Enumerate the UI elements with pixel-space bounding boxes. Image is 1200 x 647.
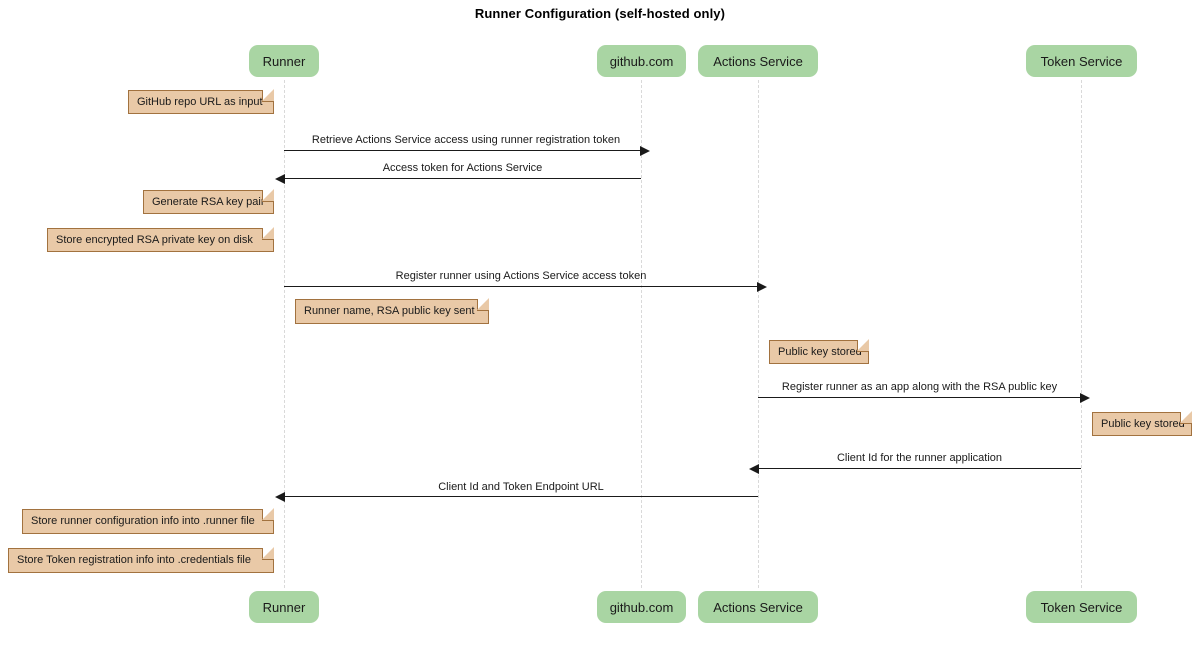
note-generate-rsa: Generate RSA key pair xyxy=(143,189,274,214)
note-fold-icon xyxy=(262,227,274,240)
msg-register-runner-label: Register runner using Actions Service ac… xyxy=(395,270,647,282)
msg-register-runner-arrow xyxy=(284,282,767,292)
arrowhead-right-icon xyxy=(640,146,650,156)
note-public-key-stored-token: Public key stored xyxy=(1092,411,1192,436)
note-text: Public key stored xyxy=(778,346,862,358)
lifeline-runner xyxy=(284,80,285,588)
participant-label: Actions Service xyxy=(713,599,803,615)
note-fold-icon xyxy=(857,339,869,352)
msg-retrieve-actions-access-label: Retrieve Actions Service access using ru… xyxy=(311,134,621,146)
note-fold-icon xyxy=(262,508,274,521)
note-text: Store encrypted RSA private key on disk xyxy=(56,234,253,246)
msg-client-id-arrow xyxy=(749,464,1081,474)
note-fold-icon xyxy=(477,298,489,311)
arrowhead-right-icon xyxy=(1080,393,1090,403)
msg-retrieve-actions-access-arrow xyxy=(284,146,650,156)
lifeline-github xyxy=(641,80,642,588)
participant-label: Token Service xyxy=(1040,599,1123,615)
note-repo-url: GitHub repo URL as input xyxy=(128,89,274,114)
note-text: Public key stored xyxy=(1101,418,1185,430)
lifeline-token xyxy=(1081,80,1082,588)
arrowhead-left-icon xyxy=(275,174,285,184)
participant-label: Runner xyxy=(262,599,306,615)
note-text: Store runner configuration info into .ru… xyxy=(31,515,255,527)
participant-actions-bottom[interactable]: Actions Service xyxy=(698,591,818,623)
note-store-private-key: Store encrypted RSA private key on disk xyxy=(47,227,274,252)
participant-runner-top[interactable]: Runner xyxy=(249,45,319,77)
participant-label: Actions Service xyxy=(713,53,803,69)
participant-github-bottom[interactable]: github.com xyxy=(597,591,686,623)
note-text: GitHub repo URL as input xyxy=(137,96,263,108)
msg-client-id-endpoint-arrow xyxy=(275,492,758,502)
note-runner-name: Runner name, RSA public key sent xyxy=(295,298,489,324)
participant-label: github.com xyxy=(609,599,674,615)
note-fold-icon xyxy=(262,189,274,202)
participant-actions-top[interactable]: Actions Service xyxy=(698,45,818,77)
msg-register-app-arrow xyxy=(758,393,1090,403)
note-text: Runner name, RSA public key sent xyxy=(304,305,475,317)
arrowhead-left-icon xyxy=(749,464,759,474)
note-text: Generate RSA key pair xyxy=(152,196,265,208)
msg-client-id-label: Client Id for the runner application xyxy=(836,452,1003,464)
note-fold-icon xyxy=(1180,411,1192,424)
participant-label: Token Service xyxy=(1040,53,1123,69)
msg-client-id-endpoint-label: Client Id and Token Endpoint URL xyxy=(438,481,604,493)
arrowhead-right-icon xyxy=(757,282,767,292)
msg-register-app-label: Register runner as an app along with the… xyxy=(781,381,1058,393)
msg-access-token-label: Access token for Actions Service xyxy=(382,162,543,174)
note-public-key-stored-actions: Public key stored xyxy=(769,339,869,364)
note-fold-icon xyxy=(262,89,274,102)
msg-access-token-arrow xyxy=(275,174,641,184)
note-store-runner-config: Store runner configuration info into .ru… xyxy=(22,508,274,534)
arrowhead-left-icon xyxy=(275,492,285,502)
participant-token-bottom[interactable]: Token Service xyxy=(1026,591,1137,623)
participant-label: Runner xyxy=(262,53,306,69)
participant-token-top[interactable]: Token Service xyxy=(1026,45,1137,77)
note-fold-icon xyxy=(262,547,274,560)
page-title: Runner Configuration (self-hosted only) xyxy=(474,6,726,21)
lifeline-actions xyxy=(758,80,759,588)
participant-label: github.com xyxy=(609,53,674,69)
note-text: Store Token registration info into .cred… xyxy=(17,554,251,566)
participant-github-top[interactable]: github.com xyxy=(597,45,686,77)
note-store-token-registration: Store Token registration info into .cred… xyxy=(8,547,274,573)
participant-runner-bottom[interactable]: Runner xyxy=(249,591,319,623)
